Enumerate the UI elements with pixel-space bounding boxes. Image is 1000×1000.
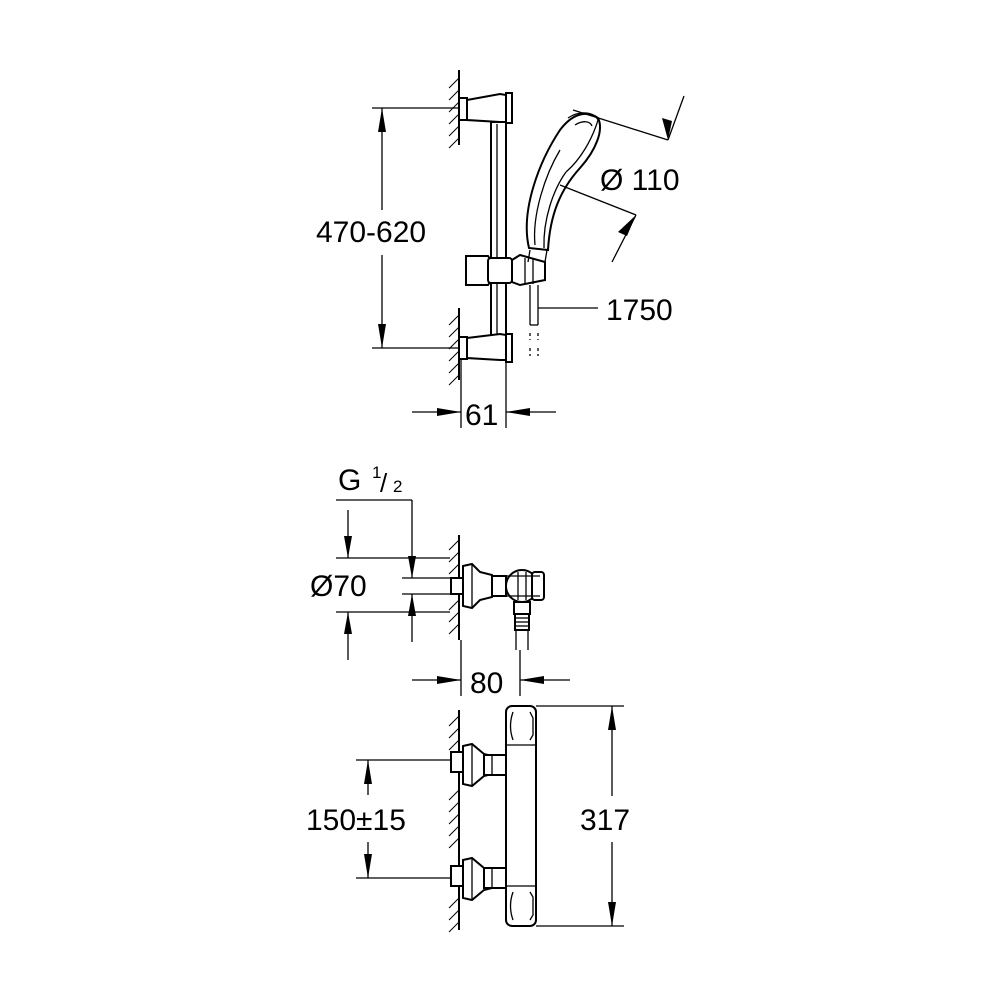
wall-upper bbox=[448, 70, 460, 149]
center-distance-dimension bbox=[356, 759, 451, 879]
rail-length-dimension bbox=[372, 107, 459, 349]
hose bbox=[529, 285, 539, 356]
hand-shower bbox=[525, 112, 601, 263]
thread-label-slash: / bbox=[380, 468, 388, 498]
thread-leader bbox=[336, 499, 450, 642]
thread-label-numerator: 1 bbox=[372, 463, 381, 482]
thread-label-main: G bbox=[338, 464, 361, 497]
height-label: 317 bbox=[580, 804, 630, 837]
rail-length-label: 470-620 bbox=[316, 216, 426, 249]
lower-connector bbox=[450, 856, 507, 902]
head-diameter-label: Ø 110 bbox=[600, 164, 680, 197]
wall-front bbox=[448, 710, 460, 933]
wall-lower bbox=[448, 308, 460, 386]
thermostat-side-view: G 1 / 2 Ø70 bbox=[310, 463, 570, 700]
head-diameter-dimension bbox=[559, 95, 685, 263]
flange-diameter-label: Ø70 bbox=[310, 570, 367, 603]
depth-label: 80 bbox=[470, 667, 503, 700]
flange-diameter-dimension bbox=[336, 510, 450, 660]
shower-set-view: 470-620 Ø 110 1750 61 bbox=[316, 70, 685, 432]
upper-connector bbox=[450, 742, 507, 788]
lower-rail-bracket bbox=[458, 332, 513, 363]
thread-label-denominator: 2 bbox=[393, 477, 402, 496]
wall-offset-label: 61 bbox=[465, 399, 498, 432]
center-distance-label: 150±15 bbox=[306, 804, 406, 837]
side-thermostat-body bbox=[505, 569, 545, 650]
shower-rail bbox=[490, 121, 507, 341]
wall-offset-dimension bbox=[412, 360, 556, 428]
rail-slider bbox=[465, 253, 546, 287]
height-dimension bbox=[536, 705, 624, 927]
front-thermostat-body bbox=[505, 705, 537, 927]
upper-rail-bracket bbox=[458, 92, 513, 124]
side-connector bbox=[450, 562, 507, 610]
hose-length-label: 1750 bbox=[606, 294, 673, 327]
depth-dimension bbox=[412, 640, 570, 696]
thermostat-front-view: 150±15 317 bbox=[306, 705, 630, 933]
